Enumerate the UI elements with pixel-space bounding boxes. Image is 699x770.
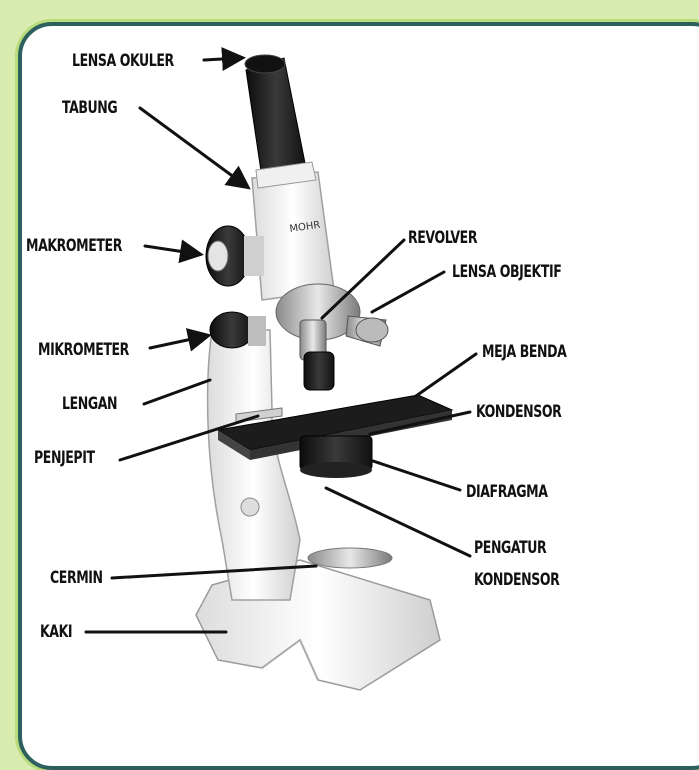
- label-tabung: TABUNG: [62, 98, 117, 118]
- objective-2: [304, 352, 334, 390]
- fine-knob: [210, 312, 254, 348]
- eyepiece-tube: [246, 58, 306, 178]
- label-lensa-okuler: LENSA OKULER: [72, 51, 174, 71]
- label-meja-benda: MEJA BENDA: [482, 342, 566, 362]
- label-makrometer: MAKROMETER: [26, 236, 122, 256]
- label-diafragma: DIAFRAGMA: [466, 482, 548, 502]
- label-cermin: CERMIN: [50, 568, 103, 588]
- label-kondensor: KONDENSOR: [476, 402, 561, 422]
- label-lensa-objektif: LENSA OBJEKTIF: [452, 262, 561, 282]
- arm: [208, 330, 300, 600]
- label-mikrometer: MIKROMETER: [38, 340, 129, 360]
- label-pengatur-kondensor: KONDENSOR: [474, 570, 559, 590]
- diagram-frame: MOHR: [0, 0, 699, 722]
- label-kaki: KAKI: [40, 622, 72, 642]
- label-revolver: REVOLVER: [408, 228, 477, 248]
- label-lengan: LENGAN: [62, 394, 117, 414]
- mirror: [308, 548, 392, 568]
- label-pengatur: PENGATUR: [474, 538, 546, 558]
- microscope-head: [252, 172, 334, 300]
- pivot-screw: [241, 498, 259, 516]
- label-penjepit: PENJEPIT: [34, 448, 95, 468]
